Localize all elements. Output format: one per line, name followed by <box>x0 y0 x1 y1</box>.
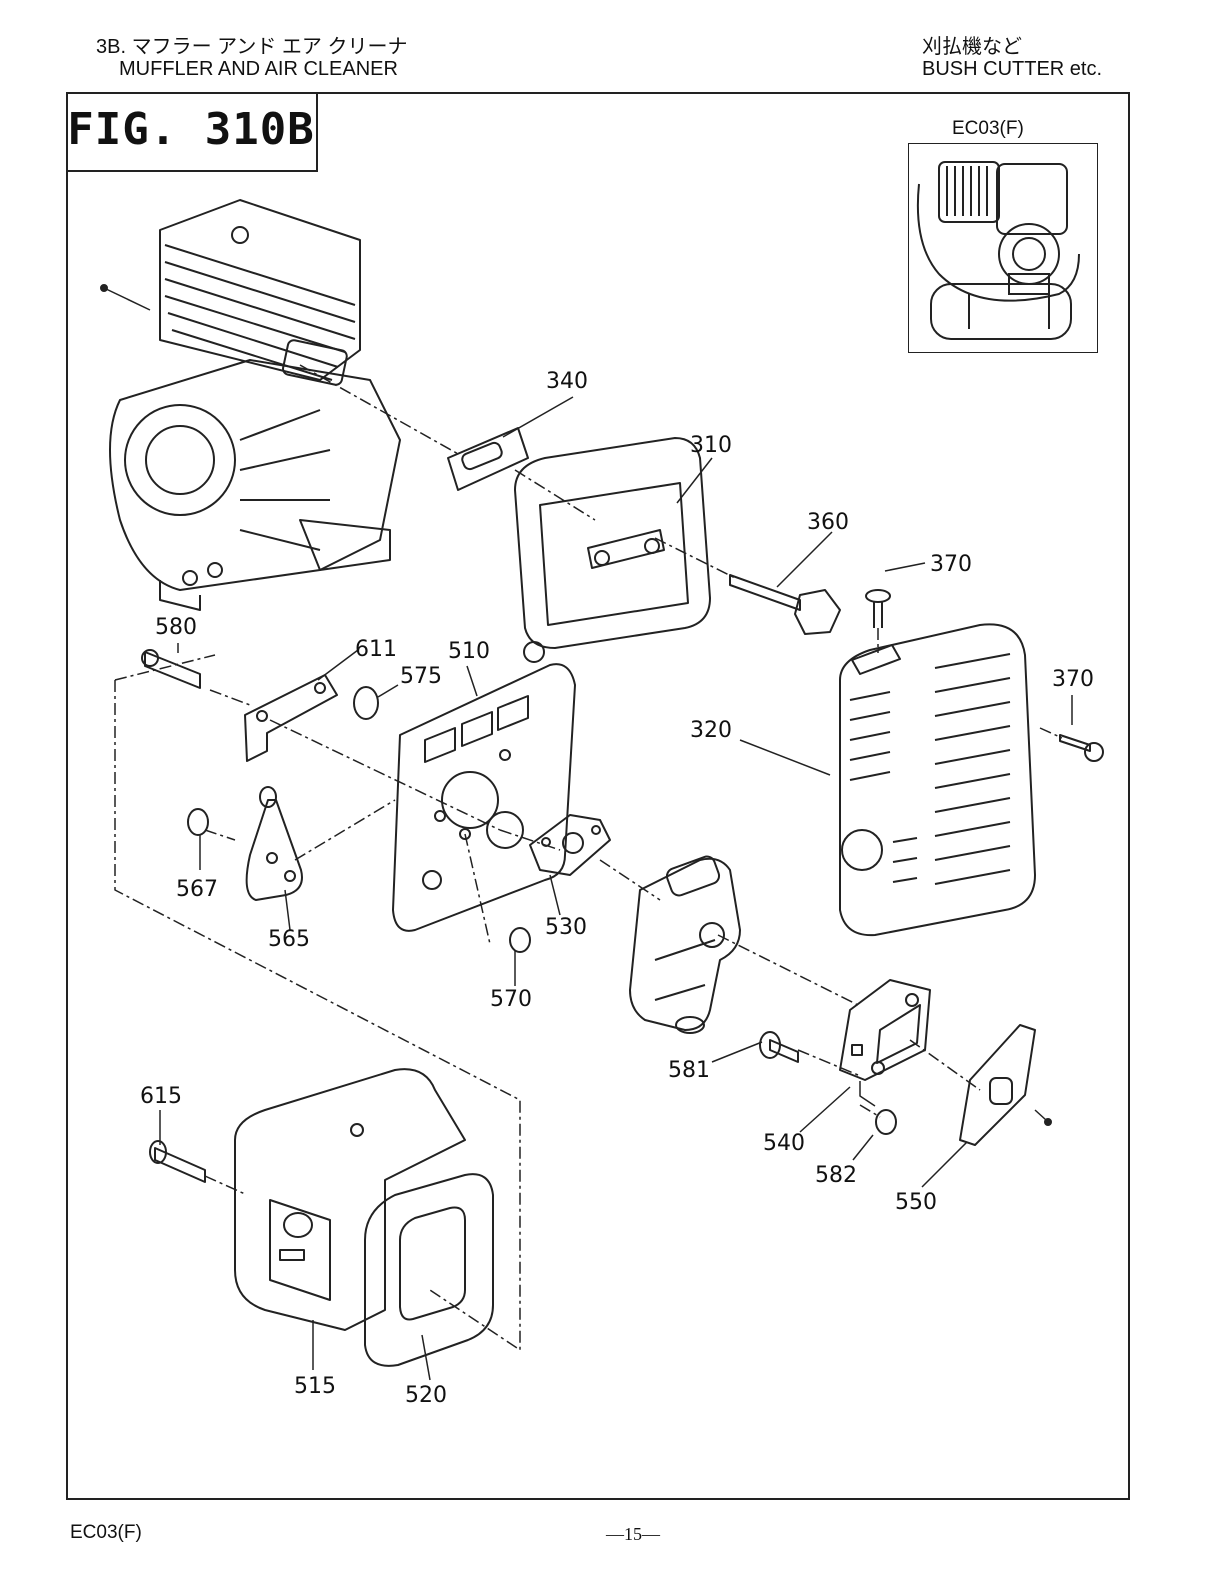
part-label-530: 530 <box>545 915 587 940</box>
part-labels: 340 310 360 370 370 320 580 611 510 575 … <box>140 369 1094 1408</box>
part-360-muffler-bolt <box>730 575 840 634</box>
page-number: —15— <box>606 1524 660 1545</box>
part-540-insulator <box>840 980 930 1080</box>
perspective-panel-lines <box>115 680 520 1350</box>
part-label-582: 582 <box>815 1163 857 1188</box>
part-label-570: 570 <box>490 987 532 1012</box>
footer-model: EC03(F) <box>70 1522 142 1544</box>
part-label-320: 320 <box>690 718 732 743</box>
part-530-gasket <box>530 815 610 875</box>
part-570-nut <box>510 928 530 952</box>
part-label-550: 550 <box>895 1190 937 1215</box>
carburetor <box>630 854 740 1033</box>
part-611-bracket <box>245 675 337 761</box>
part-370-screw-top <box>866 590 890 628</box>
part-label-581: 581 <box>668 1058 710 1083</box>
part-label-310: 310 <box>690 433 732 458</box>
part-label-615: 615 <box>140 1084 182 1109</box>
engine-block <box>110 200 400 610</box>
part-label-580: 580 <box>155 615 197 640</box>
part-label-520: 520 <box>405 1383 447 1408</box>
part-label-360: 360 <box>807 510 849 535</box>
part-label-370-side: 370 <box>1052 667 1094 692</box>
part-label-567: 567 <box>176 877 218 902</box>
part-565-choke-lever <box>247 787 302 900</box>
part-label-540: 540 <box>763 1131 805 1156</box>
part-320-muffler-cover <box>840 624 1035 935</box>
part-567-washer <box>188 809 208 835</box>
part-label-510: 510 <box>448 639 490 664</box>
part-575-collar <box>354 687 378 719</box>
part-label-611: 611 <box>355 637 397 662</box>
part-550-gasket <box>960 1025 1035 1145</box>
part-580-bolt <box>142 650 200 688</box>
part-label-575: 575 <box>400 664 442 689</box>
part-label-370-top: 370 <box>930 552 972 577</box>
part-582-nut <box>876 1110 896 1134</box>
part-370-screw-side <box>1060 735 1103 761</box>
part-581-bolt <box>760 1032 798 1062</box>
part-label-515: 515 <box>294 1374 336 1399</box>
part-label-340: 340 <box>546 369 588 394</box>
part-310-muffler <box>515 438 710 662</box>
part-label-565: 565 <box>268 927 310 952</box>
part-510-air-cleaner-base <box>393 664 575 931</box>
part-615-bolt <box>150 1141 205 1182</box>
